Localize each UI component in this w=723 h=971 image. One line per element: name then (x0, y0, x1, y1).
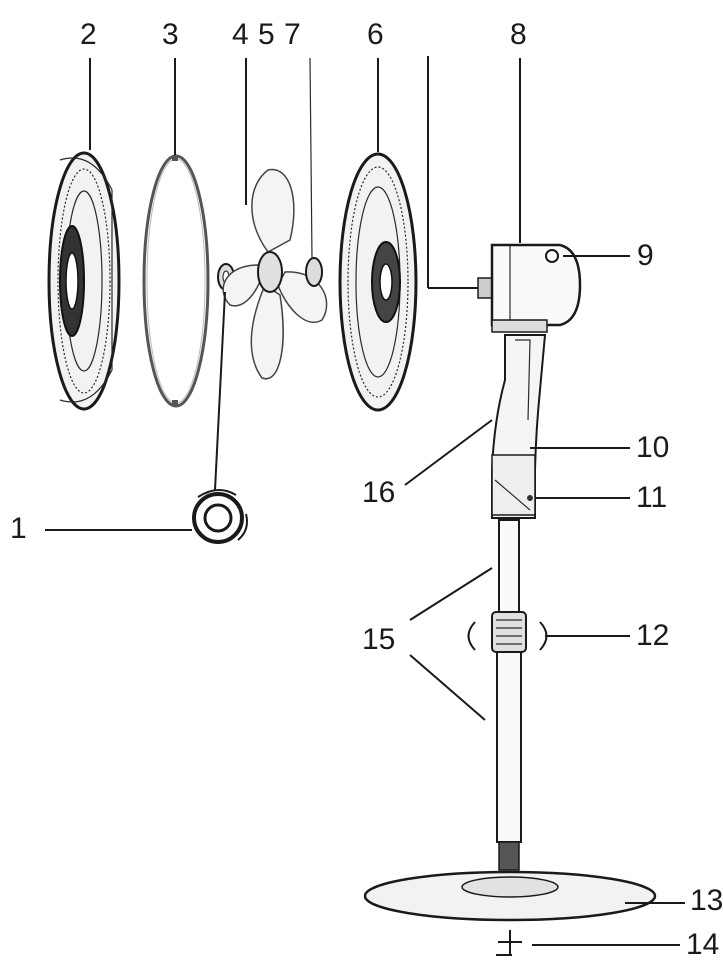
callout-14: 14 (686, 928, 720, 961)
callout-7: 7 (284, 18, 301, 51)
rear-grille (47, 151, 121, 411)
leader-lines (45, 58, 685, 946)
callout-8: 8 (510, 18, 527, 51)
upper-tube (498, 519, 520, 621)
motor-housing (427, 56, 582, 333)
callout-16: 16 (362, 476, 396, 509)
height-lock-knob (467, 611, 548, 653)
callout-2: 2 (80, 18, 97, 51)
callout-9: 9 (637, 239, 654, 272)
callout-13: 13 (690, 884, 723, 917)
grille-ring (142, 154, 210, 408)
callout-5: 5 (258, 18, 275, 51)
blade-nut (305, 57, 323, 287)
callout-4: 4 (232, 18, 249, 51)
callout-10: 10 (636, 431, 670, 464)
callout-3: 3 (162, 18, 179, 51)
control-column (491, 334, 547, 519)
fan-base (363, 870, 657, 922)
spinner-cap (192, 489, 248, 544)
callout-12: 12 (636, 619, 670, 652)
lower-tube (496, 651, 522, 871)
front-grille (338, 152, 418, 412)
base-bolt (496, 930, 522, 956)
callout-1: 1 (10, 512, 27, 545)
callout-6: 6 (367, 18, 384, 51)
callout-15: 15 (362, 623, 396, 656)
callout-11: 11 (636, 481, 668, 514)
